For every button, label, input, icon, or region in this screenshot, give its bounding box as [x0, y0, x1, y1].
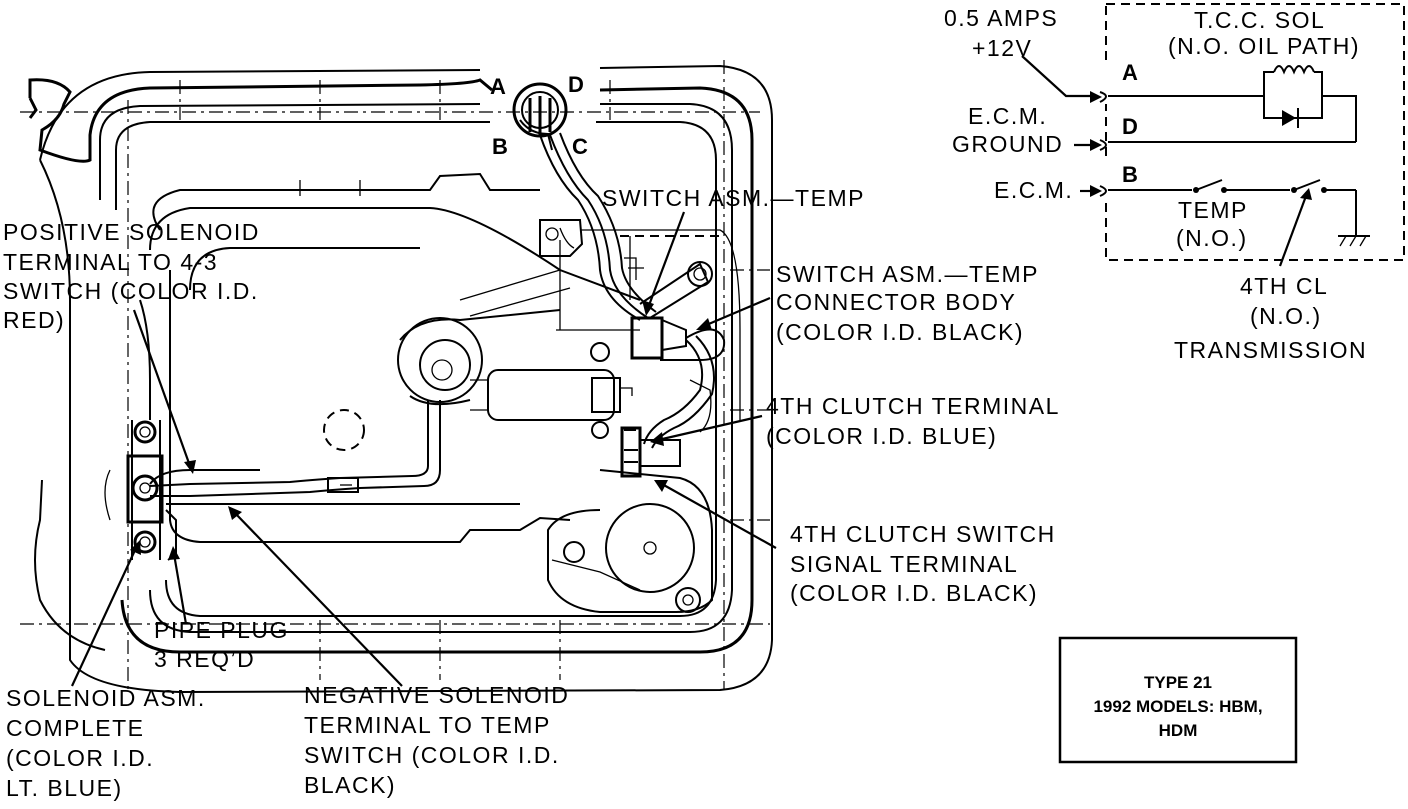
clutch-switch-blade: [1293, 179, 1321, 191]
ground-icon: [1338, 235, 1370, 247]
callout-line: (COLOR I.D. BLACK): [790, 580, 1038, 606]
arrowhead: [1090, 139, 1102, 151]
schematic-pin-b: B: [1122, 162, 1138, 187]
connector-pin-a: A: [490, 74, 506, 99]
callout-line: SIGNAL TERMINAL: [790, 551, 1018, 577]
callout-line: SOLENOID ASM.: [6, 685, 206, 711]
callout-line: NEGATIVE SOLENOID: [304, 682, 569, 708]
callout-line: (COLOR I.D. BLACK): [776, 319, 1024, 345]
arrowhead: [1090, 185, 1102, 197]
supply-voltage-label: +12V: [972, 35, 1032, 61]
arrowhead: [696, 318, 712, 330]
transmission-pan-drawing: [20, 60, 773, 694]
callout-line: COMPLETE: [6, 715, 145, 741]
temp-switch-state: (N.O.): [1176, 225, 1248, 251]
arrowhead: [184, 460, 196, 474]
callout-pipe-plug: PIPE PLUG 3 REQ’D: [154, 617, 289, 672]
schematic-pin-d: D: [1122, 114, 1138, 139]
ecm-label: E.C.M.: [994, 177, 1073, 203]
callout-4th-clutch-switch-signal: 4TH CLUTCH SWITCH SIGNAL TERMINAL (COLOR…: [790, 521, 1056, 606]
callout-line: CONNECTOR BODY: [776, 289, 1016, 315]
callout-line: TERMINAL TO TEMP: [304, 712, 551, 738]
tcc-schematic: 0.5 AMPS +12V E.C.M. GROUND E.C.M. T.C.C…: [944, 3, 1405, 363]
callout-line: SWITCH ASM.—TEMP: [776, 261, 1039, 287]
arrowhead: [228, 506, 242, 520]
leader-lines: [71, 211, 777, 687]
arrowhead: [654, 480, 668, 492]
callout-line: (COLOR I.D.: [6, 745, 154, 771]
callout-line: 4TH CLUTCH TERMINAL: [766, 393, 1060, 419]
connector-pin-b: B: [492, 134, 508, 159]
callout-line: 3 REQ’D: [154, 646, 255, 672]
solenoid-title: T.C.C. SOL: [1194, 7, 1325, 33]
arrowhead: [1090, 91, 1102, 103]
callout-line: SWITCH (COLOR I.D.: [3, 278, 259, 304]
callout-negative-solenoid-terminal: NEGATIVE SOLENOID TERMINAL TO TEMP SWITC…: [304, 682, 569, 798]
callout-switch-temp: SWITCH ASM.—TEMP: [602, 185, 865, 211]
callout-line: SWITCH ASM.—TEMP: [602, 185, 865, 211]
type-box-border: [1058, 636, 1298, 764]
callout-4th-clutch-terminal: 4TH CLUTCH TERMINAL (COLOR I.D. BLUE): [766, 393, 1060, 449]
connector-pin-d: D: [568, 72, 584, 97]
connector-pin-labels: A D B C: [490, 72, 588, 159]
callout-line: BLACK): [304, 772, 396, 798]
callout-line: 4TH CLUTCH SWITCH: [790, 521, 1056, 547]
callout-line: RED): [3, 307, 65, 333]
callout-positive-solenoid-terminal: POSITIVE SOLENOID TERMINAL TO 4-3 SWITCH…: [3, 219, 260, 333]
arrowhead: [642, 300, 654, 316]
supply-current-label: 0.5 AMPS: [944, 5, 1058, 31]
type-box-line: 1992 MODELS: HBM,: [1093, 697, 1262, 716]
type-info-box: TYPE 21 1992 MODELS: HBM, HDM: [1058, 636, 1298, 764]
arrowhead: [1300, 188, 1312, 200]
type-box-line: TYPE 21: [1144, 673, 1212, 692]
temp-switch-label: TEMP: [1178, 197, 1248, 223]
callout-line: TERMINAL TO 4-3: [3, 249, 218, 275]
connector-pin-c: C: [572, 134, 588, 159]
callout-line: (COLOR I.D. BLUE): [766, 423, 997, 449]
callout-line: SWITCH (COLOR I.D.: [304, 742, 560, 768]
diode-symbol: [1282, 110, 1296, 126]
arrowhead: [650, 432, 664, 446]
clutch-switch-label: 4TH CL: [1240, 273, 1328, 299]
ecm-ground-label-line2: GROUND: [952, 131, 1063, 157]
solenoid-subtitle: (N.O. OIL PATH): [1168, 33, 1360, 59]
callout-solenoid-asm: SOLENOID ASM. COMPLETE (COLOR I.D. LT. B…: [6, 685, 206, 801]
callout-line: PIPE PLUG: [154, 617, 289, 643]
callout-line: LT. BLUE): [6, 775, 123, 801]
schematic-pin-a: A: [1122, 60, 1138, 85]
callout-line: POSITIVE SOLENOID: [3, 219, 260, 245]
arrowhead: [130, 540, 141, 555]
type-box-line: HDM: [1159, 721, 1198, 740]
clutch-switch-state: (N.O.): [1250, 303, 1322, 329]
ecm-ground-label-line1: E.C.M.: [968, 103, 1047, 129]
callout-connector-body: SWITCH ASM.—TEMP CONNECTOR BODY (COLOR I…: [776, 261, 1039, 345]
transmission-label: TRANSMISSION: [1174, 337, 1367, 363]
arrowhead: [168, 546, 180, 560]
temp-switch-blade: [1195, 179, 1223, 191]
